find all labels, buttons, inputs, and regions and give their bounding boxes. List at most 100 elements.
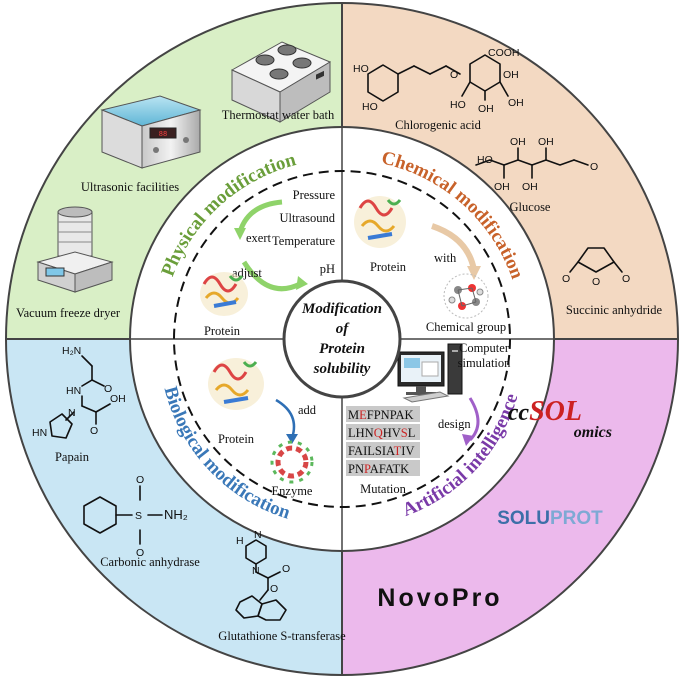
protein-label-biological: Protein [218,432,255,446]
glu-oh-3: OH [494,181,510,193]
papain-h2n: H₂N [62,345,81,357]
residue: V [405,444,414,458]
cga-oh-1: OH [503,69,519,81]
adjust-arrow [241,260,302,292]
center-line-4: solubility [313,361,371,377]
ca-o-2: O [136,547,144,559]
residue: I [401,444,405,458]
factor-pressure: Pressure [293,188,336,202]
adjust-label: adjust [232,266,262,280]
sequence-3: FAILSIATIV [348,444,415,458]
exert-arrow [237,199,283,233]
residue: F [348,444,355,458]
sa-o-2: O [592,276,600,288]
soluprot-logo: SOLUPROT [497,508,603,529]
ultrasonic-icon: 88 [100,95,202,169]
novopro-logo: NovoPro [377,584,502,612]
residue: P [364,462,371,476]
papain-o2: O [90,425,98,437]
glu-oh-4: OH [522,181,538,193]
water-bath-icon [230,41,332,123]
gst-h: H [236,535,244,547]
freeze-dryer-label: Vacuum freeze dryer [16,306,121,320]
center-circle [282,279,402,399]
computer-label-2: simulation [458,356,512,370]
cga-o: O [450,69,458,81]
gst-n1: N [254,529,262,541]
succinic-anhydride-structure [569,247,623,273]
papain-structure [49,355,111,439]
residue: S [401,426,408,440]
papain-oh: OH [110,393,126,405]
gst-n2: N [252,565,260,577]
residue: T [394,444,402,458]
residue: E [359,408,367,422]
glucose-label: Glucose [510,200,551,214]
papain-hn2: HN [32,427,47,439]
factor-ph: pH [320,262,335,276]
cga-oh-2: OH [478,103,494,115]
residue: A [385,462,394,476]
exert-label: exert [246,231,272,245]
residue: I [382,444,386,458]
residue: N [365,426,374,440]
residue: A [370,462,379,476]
ca-s: S [135,510,142,522]
carbonic-anhydrase-label: Carbonic anhydrase [100,555,200,569]
residue: H [383,426,392,440]
add-label: add [298,403,317,417]
gst-o1: O [282,563,290,575]
with-arrow [431,223,477,271]
enzyme-ribbon [270,440,314,484]
sequence-4: PNPAFATK [348,462,409,476]
soluprot-b: PROT [550,508,603,529]
residue: P [390,408,397,422]
chlorogenic-acid-structure [367,54,509,102]
sa-o-1: O [562,273,570,285]
cga-ho-2: HO [362,101,378,113]
residue: P [374,408,381,422]
residue: K [405,408,414,422]
cga-oh-3: OH [508,97,524,109]
center-line-1: Modification [301,301,382,317]
center-line-2: of [336,321,351,337]
residue: A [354,444,363,458]
glu-o: O [590,161,598,173]
ccsol-cc: cc [508,400,530,426]
chemical-group-molecule [443,273,489,319]
gst-structure [235,539,287,621]
residue: F [367,408,374,422]
freeze-dryer-icon [36,206,114,293]
sa-o-3: O [622,273,630,285]
residue: Q [374,426,383,440]
computer-label-1: Computer [459,341,510,355]
residue: S [375,444,382,458]
chemical-group-label: Chemical group [426,320,506,334]
center-line-3: Protein [319,341,365,357]
mutation-sequences: MEFPNPAK LHNQHVSL FAILSIATIV PNPAFATK [346,406,420,476]
residue: P [348,462,355,476]
with-label: with [434,251,457,265]
svg-text:88: 88 [159,131,167,139]
residue: A [386,444,395,458]
ca-nh2: NH₂ [164,507,188,522]
residue: L [408,426,416,440]
soluprot-a: SOLU [497,508,550,529]
glucose-structure [475,147,589,179]
residue: L [367,444,375,458]
computer-icon [397,343,463,403]
ccsol-omics: omics [574,424,612,441]
protein-label-physical: Protein [204,324,241,338]
sequence-1: MEFPNPAK [348,408,414,422]
papain-label: Papain [55,450,90,464]
residue: F [379,462,386,476]
residue: A [396,408,405,422]
ccsol-sol: SOL [529,396,582,427]
gst-label: Glutathione S-transferase [218,629,346,643]
factor-ultrasound: Ultrasound [279,211,335,225]
residue: L [348,426,356,440]
enzyme-label: Enzyme [272,484,313,498]
gst-o2: O [270,583,278,595]
dashed-ring [173,170,511,508]
